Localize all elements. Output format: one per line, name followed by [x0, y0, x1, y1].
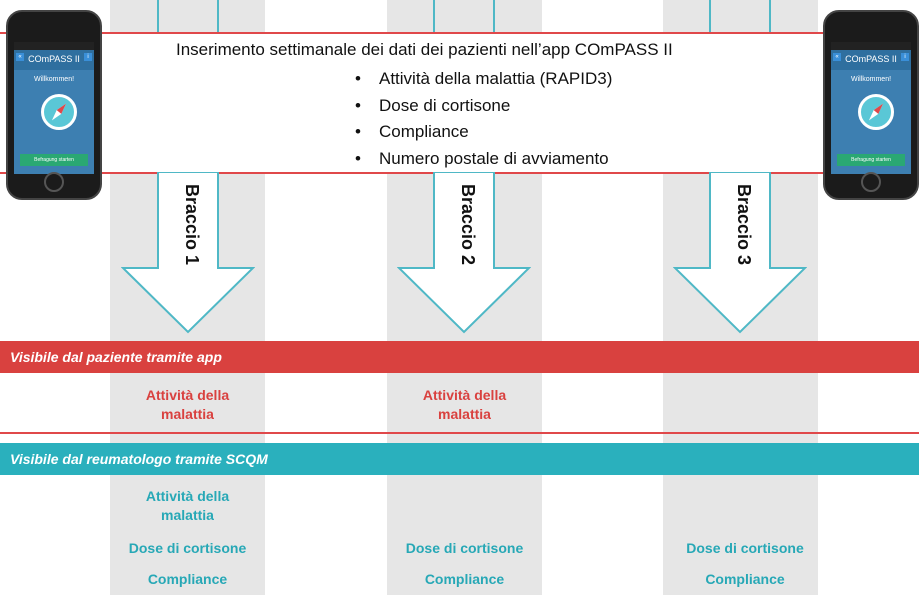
list-item: •Dose di cortisone — [355, 93, 612, 120]
phone-welcome: Willkommen! — [850, 76, 892, 83]
rheumatologist-visibility-band: Visibile dal reumatologo tramite SCQM — [0, 443, 919, 475]
phone-left: « i COmPASS II Willkommen! Befragung sta… — [6, 10, 102, 200]
phone-start-button: Befragung starten — [20, 154, 88, 166]
info-icon: i — [84, 53, 92, 61]
top-divider — [0, 32, 919, 34]
arm2-arrow — [397, 172, 531, 334]
arrow-shafts-top — [157, 0, 771, 34]
phone-welcome: Willkommen! — [33, 76, 75, 83]
arm1-arrow — [121, 172, 255, 334]
back-icon: « — [16, 53, 24, 61]
arm1-patient-disease-activity: Attività della malattia — [145, 387, 230, 422]
patient-section-divider — [0, 432, 919, 434]
back-icon: « — [833, 53, 841, 61]
phone-screen: « i COmPASS II Willkommen! Befragung sta… — [14, 42, 94, 174]
list-item: •Compliance — [355, 119, 612, 146]
patient-visibility-band: Visibile dal paziente tramite app — [0, 341, 919, 373]
arm2-rheum-compliance: Compliance — [424, 571, 505, 587]
phone-screen: « i COmPASS II Willkommen! Befragung sta… — [831, 42, 911, 174]
bullet-icon: • — [355, 148, 361, 168]
phone-nav-bar — [14, 50, 94, 70]
phone-app-title: COmPASS II — [28, 54, 80, 64]
phone-right: « i COmPASS II Willkommen! Befragung sta… — [823, 10, 919, 200]
compass-icon — [41, 94, 77, 130]
bullet-icon: • — [355, 122, 361, 141]
home-button-icon — [861, 172, 881, 192]
list-item: •Numero postale di avviamento — [355, 146, 612, 173]
phone-start-button: Befragung starten — [837, 154, 905, 166]
arm1-rheum-disease-activity: Attività della malattia — [145, 488, 230, 523]
arm1-rheum-cortisone-dose: Dose di cortisone — [128, 540, 247, 556]
arm2-label: Braccio 2 — [458, 184, 478, 266]
arm3-label: Braccio 3 — [734, 184, 754, 266]
arm1-label: Braccio 1 — [182, 184, 202, 266]
phone-app-title: COmPASS II — [845, 54, 897, 64]
phone-status-bar — [14, 42, 94, 50]
arm3-arrow — [673, 172, 807, 334]
home-button-icon — [44, 172, 64, 192]
phone-nav-bar — [831, 50, 911, 70]
arm3-rheum-cortisone-dose: Dose di cortisone — [686, 540, 804, 556]
arm1-rheum-compliance: Compliance — [147, 571, 228, 587]
data-entry-title: Inserimento settimanale dei dati dei paz… — [176, 40, 673, 59]
info-icon: i — [901, 53, 909, 61]
data-entry-box — [110, 34, 820, 172]
list-item: •Attività della malattia (RAPID3) — [355, 66, 612, 93]
arm3-rheum-compliance: Compliance — [705, 571, 785, 587]
arm2-patient-disease-activity: Attività della malattia — [422, 387, 507, 422]
bullet-icon: • — [355, 69, 361, 88]
phone-status-bar — [831, 42, 911, 50]
compass-icon — [858, 94, 894, 130]
data-entry-list: •Attività della malattia (RAPID3) •Dose … — [355, 66, 612, 172]
bullet-icon: • — [355, 95, 361, 115]
arm2-rheum-cortisone-dose: Dose di cortisone — [405, 540, 524, 556]
